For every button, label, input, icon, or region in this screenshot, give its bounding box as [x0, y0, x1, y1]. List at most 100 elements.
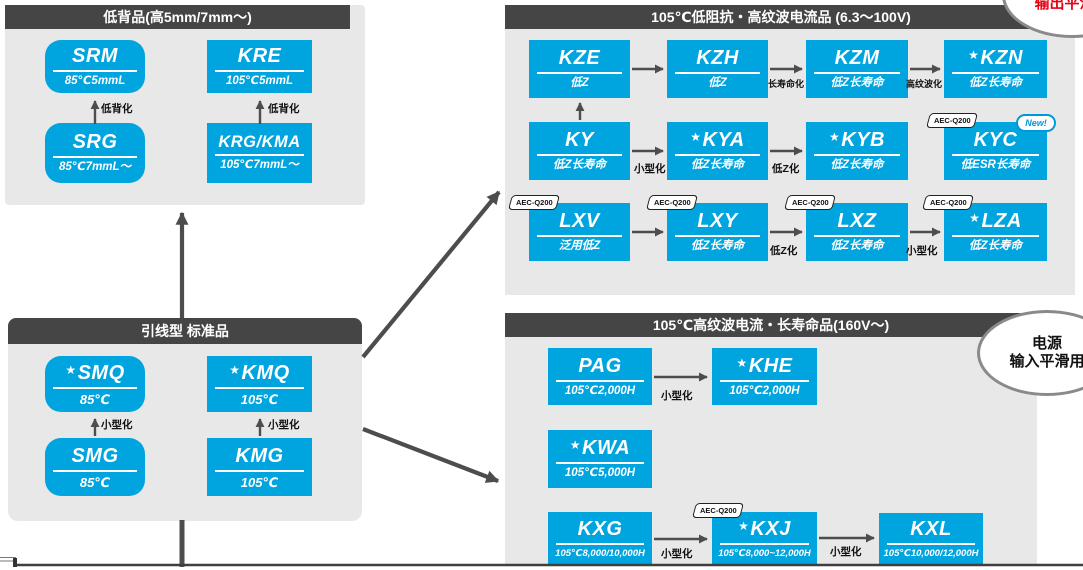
arrow-label-ky-kya: 小型化 [634, 163, 666, 175]
divider [814, 235, 900, 238]
arrow-label-low-profile-left: 低背化 [101, 103, 133, 115]
series-name: ★KMQ [229, 361, 290, 384]
series-box-srg: SRG 85℃7mmL～ [45, 123, 145, 183]
series-name: KZM [834, 47, 880, 70]
series-box-lxv: LXV 泛用低Z [529, 203, 630, 261]
series-name: ★KYA [690, 129, 745, 152]
divider [720, 379, 809, 382]
series-name: KZE [558, 47, 601, 70]
aec-q200-badge-kyc: AEC-Q200 [925, 113, 979, 128]
series-box-kyb: ★KYB 低Z长寿命 [806, 122, 908, 180]
series-name: PAG [578, 354, 622, 377]
star-icon: ★ [690, 130, 702, 145]
star-icon: ★ [968, 48, 980, 63]
series-spec: 105℃10,000/12,000H [883, 548, 979, 560]
series-name: KRG/KMA [218, 133, 301, 152]
divider [675, 154, 760, 157]
series-name: ★SMQ [65, 361, 125, 384]
series-name: ★KZN [968, 47, 1023, 70]
series-spec: 105℃8,000~12,000H [718, 547, 811, 559]
new-badge-kyc: New! [1016, 114, 1056, 132]
series-spec: 低Z长寿命 [830, 77, 884, 90]
series-spec: 泛用低Z [558, 240, 601, 253]
arrow-label-leaded-left: 小型化 [101, 419, 133, 431]
series-spec: 105℃2,000H [564, 384, 636, 397]
series-spec: 低Z长寿命 [830, 240, 884, 253]
panel-title-text: 引线型 标准品 [141, 323, 229, 339]
series-spec: 低Z长寿命 [690, 240, 745, 253]
series-spec: 105℃5,000H [564, 467, 636, 480]
series-box-kzm: KZM 低Z长寿命 [806, 40, 908, 98]
divider [537, 72, 622, 75]
divider [675, 235, 760, 238]
series-name: ★KXJ [738, 517, 791, 540]
arrow-label-lxy-lxz: 低Z化 [770, 245, 798, 257]
series-box-kmq: ★KMQ 105℃ [207, 356, 312, 412]
series-spec: 低Z长寿命 [552, 159, 607, 172]
divider [887, 543, 975, 546]
series-spec: 低Z长寿命 [968, 240, 1023, 253]
divider [556, 542, 644, 545]
series-spec: 85℃5mmL [64, 74, 126, 87]
callout-line2: 输出平滑用 [1034, 0, 1083, 12]
series-box-lxy: LXY 低Z长寿命 [667, 203, 768, 261]
star-icon: ★ [736, 355, 748, 370]
series-name: ★KYB [829, 129, 885, 152]
series-spec: 105℃7mmL～ [220, 159, 299, 172]
series-spec: 85℃ [79, 474, 111, 490]
divider [53, 156, 137, 159]
panel-long-life-title: 105℃高纹波电流・长寿命品(160V～) [505, 313, 1037, 337]
panel-title-text: 105℃低阻抗・高纹波电流品 (6.3～100V) [651, 9, 911, 25]
series-name: LXV [559, 210, 600, 233]
series-box-smg: SMG 85℃ [45, 438, 145, 496]
series-name: KYC [973, 129, 1018, 152]
series-name: LXZ [837, 210, 877, 233]
series-box-kmg: KMG 105℃ [207, 438, 312, 496]
aec-q200-badge-kxj: AEC-Q200 [691, 503, 745, 518]
series-box-kzh: KZH 低Z [667, 40, 768, 98]
series-box-kxl: KXL 105℃10,000/12,000H [879, 513, 983, 565]
divider [814, 72, 900, 75]
star-icon: ★ [969, 211, 981, 226]
divider [952, 235, 1039, 238]
series-box-kxg: KXG 105℃8,000/10,000H [548, 512, 652, 565]
series-spec: 低Z长寿命 [830, 159, 884, 172]
divider [675, 72, 760, 75]
series-name: KRE [237, 44, 282, 67]
series-box-krg-kma: KRG/KMA 105℃7mmL～ [207, 123, 312, 183]
series-spec: 105℃2,000H [729, 384, 800, 397]
series-box-kwa: ★KWA 105℃5,000H [548, 430, 652, 488]
divider [814, 154, 900, 157]
callout-line1: 电源 [1031, 335, 1062, 352]
divider [537, 235, 622, 238]
series-box-kxj: ★KXJ 105℃8,000~12,000H [712, 512, 817, 565]
divider [952, 72, 1039, 75]
series-box-smq: ★SMQ 85℃ [45, 356, 145, 412]
arrow-label-leaded-right: 小型化 [268, 419, 300, 431]
series-name: KXG [577, 517, 623, 540]
star-icon: ★ [229, 362, 241, 377]
series-box-kre: KRE 105℃5mmL [207, 40, 312, 93]
series-name: KXL [910, 518, 952, 541]
series-name: ★KHE [736, 354, 793, 377]
panel-low-z-title: 105℃低阻抗・高纹波电流品 (6.3～100V) [505, 5, 1057, 29]
divider [720, 542, 809, 545]
arrow-label-low-profile-right: 低背化 [268, 103, 300, 115]
series-name: ★LZA [969, 210, 1022, 233]
star-icon: ★ [65, 362, 77, 377]
divider [215, 154, 304, 157]
star-icon: ★ [738, 518, 750, 533]
series-spec: 105℃8,000/10,000H [555, 547, 645, 559]
series-name: SRG [72, 131, 118, 154]
divider [215, 69, 304, 72]
arrow-leaded-to-low-z [361, 190, 501, 359]
series-box-lxz: LXZ 低Z长寿命 [806, 203, 908, 261]
series-spec: 低Z [570, 77, 589, 90]
series-name: SMG [71, 444, 119, 467]
series-spec: 105℃5mmL [226, 74, 293, 87]
divider [53, 386, 137, 389]
panel-title-text: 105℃高纹波电流・长寿命品(160V～) [652, 317, 890, 333]
series-name: LXY [697, 210, 738, 233]
series-spec: 105℃ [240, 391, 279, 407]
series-spec: 低ESR长寿命 [960, 159, 1031, 172]
